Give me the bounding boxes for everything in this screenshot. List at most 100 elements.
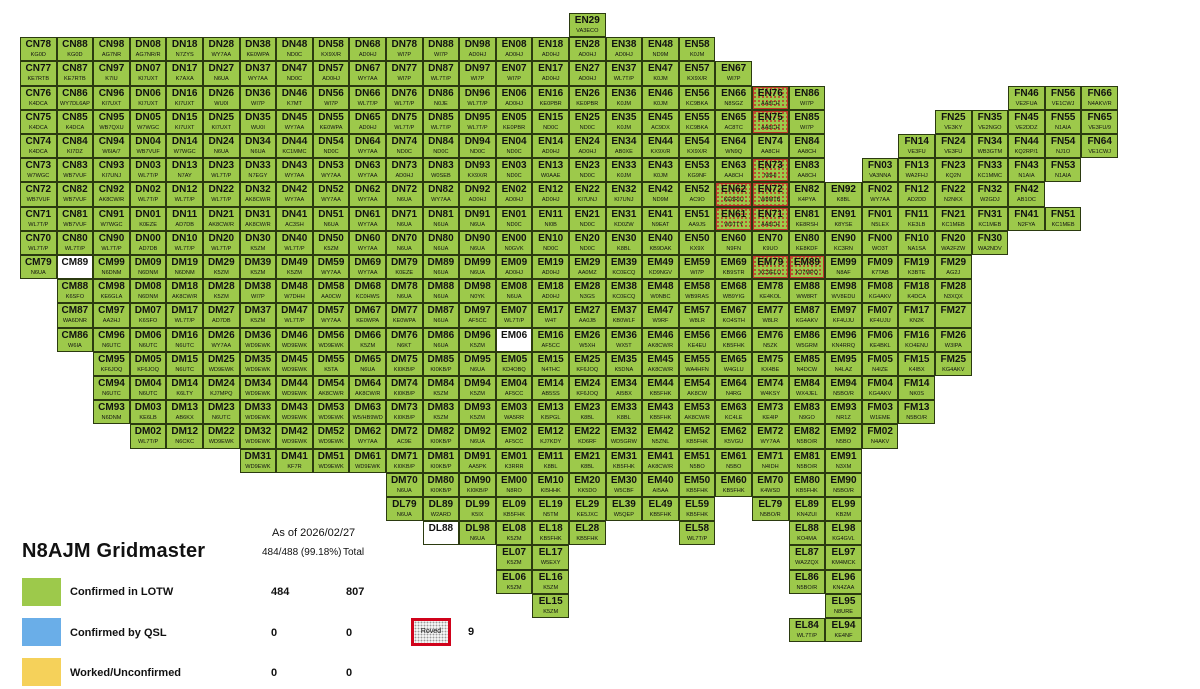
grid-id: EM06 (501, 329, 528, 341)
callsign: WB7VUF (136, 149, 160, 155)
grid-id: DN96 (464, 87, 491, 99)
grid-id: EM93 (830, 402, 857, 414)
grid-id: DM28 (207, 281, 235, 293)
grid-id: EL79 (758, 499, 783, 510)
grid-id: DN72 (391, 184, 418, 196)
callsign: WL7T/P (284, 245, 305, 252)
callsign: AC8TC (724, 124, 743, 131)
grid-id: EN21 (574, 208, 600, 220)
callsign: N5BO (835, 439, 852, 446)
grid-id: DN98 (464, 39, 491, 51)
grid-id: EM91 (830, 450, 857, 462)
grid-id: EM09 (501, 257, 528, 268)
grid-id: FN33 (977, 160, 1003, 172)
callsign: KB9STR (722, 270, 745, 276)
grid-id: FN54 (1050, 136, 1076, 147)
worked-label: Worked/Unconfirmed (70, 667, 182, 679)
grid-id: FN42 (1014, 184, 1039, 196)
grid-id: DM27 (207, 305, 235, 317)
grid-id: EN29 (574, 15, 600, 26)
callsign: AD0HJ (395, 173, 414, 180)
callsign: KE0WPA (356, 318, 380, 325)
grid-id: EM55 (684, 353, 711, 365)
grid-id: FN45 (1014, 111, 1039, 123)
callsign: ND0C (579, 221, 595, 228)
grid-id: EN82 (794, 184, 820, 196)
callsign: KE6LB (139, 415, 157, 422)
callsign: KD6RF (578, 439, 597, 446)
grid-id: EM11 (537, 450, 564, 462)
callsign: WY7AA (357, 76, 378, 83)
callsign: AC3SH (285, 221, 304, 228)
callsign: ND0C (506, 173, 522, 180)
grid-id: EN06 (501, 87, 527, 99)
grid-id: DN01 (135, 208, 161, 220)
grid-id: CN87 (62, 63, 88, 75)
callsign: AG7NR/R (135, 52, 161, 59)
grid-id: DM70 (390, 474, 418, 486)
callsign: N9EAT (651, 221, 670, 228)
callsign: ND0C (543, 245, 559, 252)
grid-id: DM48 (281, 281, 308, 293)
callsign: WY7DL6AP (59, 100, 90, 107)
callsign: N1AIA (1055, 124, 1072, 131)
callsign: KG0D (30, 52, 46, 59)
grid-id: FM07 (867, 305, 893, 317)
grid-id: EM46 (647, 329, 674, 341)
grid-id: DN58 (318, 39, 344, 51)
grid-id: DN23 (208, 160, 235, 172)
grid-id: EN74 (757, 136, 783, 147)
grid-id: DN60 (354, 232, 381, 244)
callsign: N8RO (506, 487, 522, 494)
callsign: KB5FHK (686, 487, 708, 494)
callsign: N6UA (360, 366, 376, 373)
callsign: WY7AA (321, 197, 341, 204)
callsign: KE0WPA (246, 52, 270, 59)
